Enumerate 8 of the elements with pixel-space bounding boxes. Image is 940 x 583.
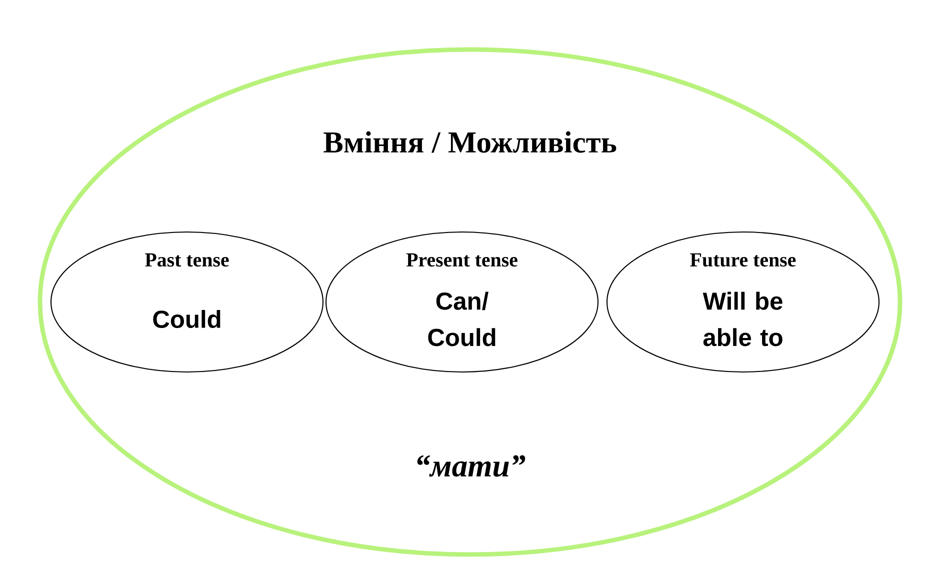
tense-heading: Present tense	[406, 253, 518, 267]
modal-verb: Will be able to	[702, 292, 782, 346]
heading: Вміння / Можливість	[324, 131, 616, 153]
tense-heading: Past tense	[145, 253, 229, 267]
caption-text: “мати”	[417, 455, 526, 477]
modal-verb: Can/ Could	[428, 292, 496, 346]
modal-verb: Could	[153, 310, 220, 328]
tense-heading: Future tense	[690, 253, 796, 267]
